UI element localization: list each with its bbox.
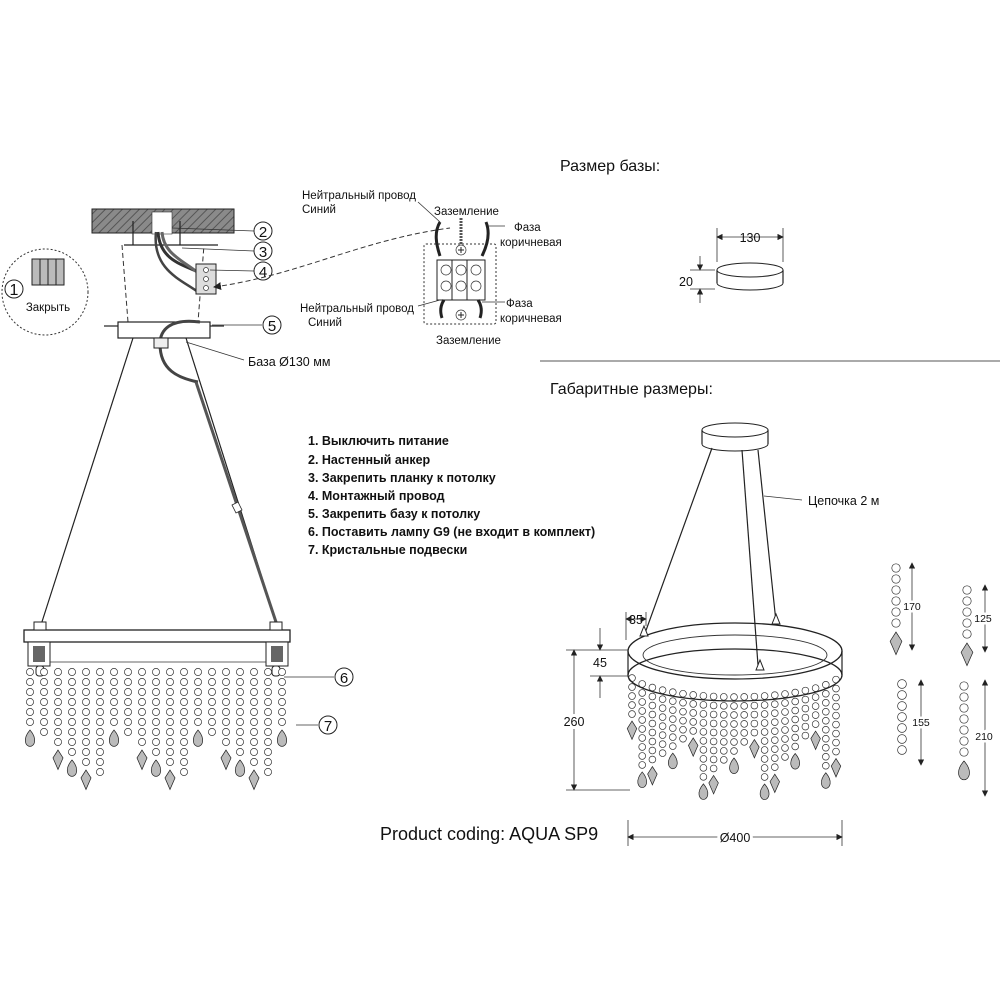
- callout-5: 5: [212, 315, 282, 335]
- chain-length-label: Цепочка 2 м: [808, 494, 879, 508]
- pendant-210: [958, 681, 970, 781]
- wiring-detail-arrow: [213, 227, 451, 290]
- svg-text:6: 6: [340, 670, 348, 687]
- phase-bottom-color: коричневая: [500, 313, 562, 325]
- lock-detail-circle: [1, 248, 89, 336]
- svg-text:3: 3: [259, 244, 267, 261]
- phase-top-label: Фаза: [514, 222, 541, 234]
- ring-side-view: [23, 629, 291, 643]
- callout-4: 4: [209, 261, 273, 281]
- svg-text:2: 2: [259, 224, 267, 241]
- callout-3: 3: [181, 241, 273, 261]
- dim-260-value: 260: [564, 715, 585, 729]
- overall-dimensions-section: Габаритные размеры: Цепочка 2 м 35 45 2: [550, 381, 879, 848]
- svg-text:5: 5: [268, 318, 276, 335]
- base-outline: [121, 244, 205, 323]
- wiring-detail: Нейтральный провод Синий Заземление Фаза…: [300, 190, 562, 347]
- diameter-value: Ø400: [720, 831, 751, 845]
- instruction-7: 7. Кристальные подвески: [308, 543, 467, 557]
- instruction-2: 2. Настенный анкер: [308, 453, 431, 467]
- callout-6: 6: [284, 667, 354, 687]
- phase-top-color: коричневая: [500, 237, 562, 249]
- neutral-bottom-color: Синий: [308, 317, 342, 329]
- instruction-6: 6. Поставить лампу G9 (не входит в компл…: [308, 525, 595, 539]
- base-size-section: Размер базы: 130 20: [560, 158, 784, 303]
- pendant-125-value: 125: [974, 613, 992, 625]
- callout-7: 7: [296, 715, 338, 735]
- base-diameter-label: База Ø130 мм: [248, 355, 330, 369]
- ceiling-mount-assembly: [23, 208, 291, 791]
- ring-inner-edge: [642, 634, 828, 676]
- pendant-170-value: 170: [903, 601, 921, 613]
- base-width-value: 130: [740, 231, 761, 245]
- product-coding: Product coding: AQUA SP9: [380, 824, 598, 844]
- dim-45-value: 45: [593, 656, 607, 670]
- canopy: [701, 422, 769, 438]
- crystal-strands-ring: [626, 674, 842, 800]
- neutral-bottom-label: Нейтральный провод: [300, 303, 414, 315]
- callout-2: 2: [171, 221, 273, 241]
- base-callout: База Ø130 мм: [185, 341, 330, 369]
- suspension-wire-left: [39, 337, 134, 629]
- pendant-155-value: 155: [912, 717, 930, 729]
- crystal-strands-left-view: [25, 668, 287, 791]
- instructions-list: 1. Выключить питание 2. Настенный анкер …: [308, 434, 595, 557]
- svg-text:7: 7: [324, 718, 332, 735]
- ring-top-edge: [627, 622, 843, 680]
- pendant-210-value: 210: [975, 731, 993, 743]
- pendant-170: [889, 563, 903, 656]
- base-disc-top: [716, 262, 784, 278]
- neutral-top-color: Синий: [302, 204, 336, 216]
- ground-bottom-label: Заземление: [436, 335, 501, 347]
- instruction-4: 4. Монтажный провод: [308, 489, 445, 503]
- phase-bottom-label: Фаза: [506, 298, 533, 310]
- instruction-5: 5. Закрепить базу к потолку: [308, 507, 480, 521]
- svg-text:1: 1: [10, 282, 19, 299]
- pendant-155: [897, 679, 907, 755]
- dim-35-value: 35: [629, 613, 643, 627]
- instruction-1: 1. Выключить питание: [308, 434, 449, 448]
- callout-1: 1 Закрыть: [1, 248, 89, 336]
- lock-label: Закрыть: [26, 302, 70, 314]
- overall-dimensions-title: Габаритные размеры:: [550, 381, 713, 398]
- base-size-title: Размер базы:: [560, 158, 660, 175]
- instruction-3: 3. Закрепить планку к потолку: [308, 471, 496, 485]
- ground-top-label: Заземление: [434, 206, 499, 218]
- base-height-value: 20: [679, 275, 693, 289]
- svg-text:4: 4: [259, 264, 267, 281]
- pendant-125: [960, 585, 974, 667]
- pendant-variants: 170 125 155 210: [889, 562, 995, 797]
- neutral-top-label: Нейтральный провод: [302, 190, 416, 202]
